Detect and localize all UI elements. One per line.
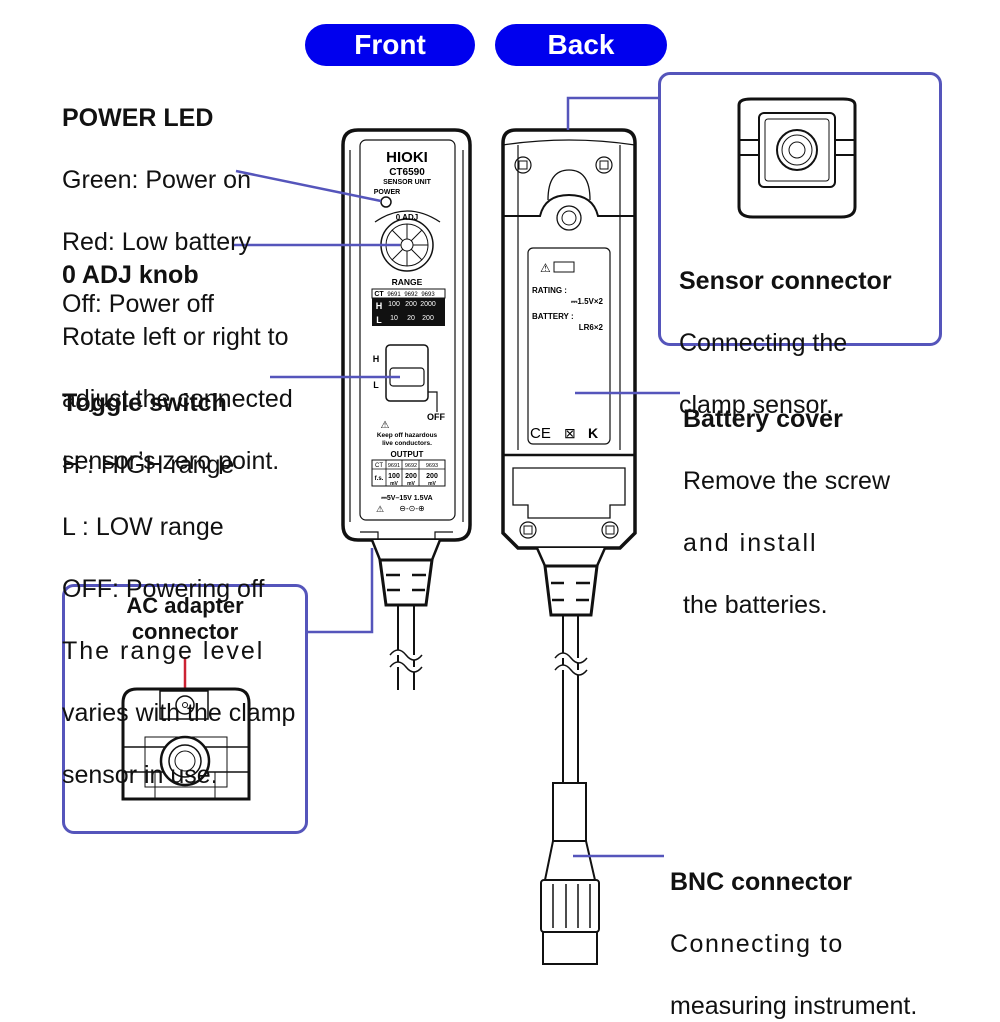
tab-back: Back xyxy=(495,24,667,66)
power-spec: ⎓5V–15V 1.5VA xyxy=(381,495,432,502)
svg-text:200: 200 xyxy=(426,473,438,480)
power-led-title: POWER LED xyxy=(62,104,214,132)
device-illustration xyxy=(232,96,680,965)
svg-text:20: 20 xyxy=(407,315,415,322)
unit-subtitle: SENSOR UNIT xyxy=(383,179,432,186)
warning-line-2: live conductors. xyxy=(382,440,432,447)
ac-adapter-callout: AC adapter connector xyxy=(62,584,308,834)
battery-screw-icon xyxy=(556,205,582,231)
zero-adj-title: 0 ADJ knob xyxy=(62,261,199,289)
ce-mark: CE xyxy=(530,425,551,442)
battery-label: BATTERY : xyxy=(532,312,574,321)
svg-text:9692: 9692 xyxy=(405,463,417,469)
bnc-connector-icon xyxy=(540,782,600,965)
zero-adj-label: 0 ADJ knob Rotate left or right to adjus… xyxy=(62,261,293,475)
battery-cover-title: Battery cover xyxy=(683,405,843,433)
warning-icon: ⚠ xyxy=(381,420,390,431)
battery-value: LR6×2 xyxy=(579,323,604,332)
sensor-connector-icon xyxy=(737,97,857,219)
back-unit xyxy=(501,128,637,965)
weee-icon: ⊠ xyxy=(564,425,576,441)
toggle-switch-title: Toggle switch xyxy=(62,389,227,417)
switch-h-label: H xyxy=(373,354,380,364)
polarity-icon: ⊖-⊙-⊕ xyxy=(399,504,424,513)
power-led-label: POWER LED Green: Power on Red: Low batte… xyxy=(62,104,251,318)
svg-text:200: 200 xyxy=(422,315,434,322)
front-panel-markings: HIOKI CT6590 SENSOR UNIT POWER 0 ADJ RAN… xyxy=(371,149,604,514)
ac-adapter-title: AC adapter connector xyxy=(126,593,244,644)
battery-warning-icon: ⚠ xyxy=(540,261,551,275)
range-table: CT 9691 9692 9693 H 100 200 2000 L 10 20… xyxy=(371,288,446,326)
sensor-connector-title: Sensor connector xyxy=(679,267,892,295)
svg-text:9693: 9693 xyxy=(426,463,438,469)
svg-text:mV: mV xyxy=(428,481,436,487)
svg-text:200: 200 xyxy=(405,473,417,480)
sensor-connector-callout: Sensor connector Connecting the clamp se… xyxy=(658,72,942,419)
svg-text:9691: 9691 xyxy=(388,463,400,469)
svg-text:2000: 2000 xyxy=(420,301,436,308)
svg-text:9692: 9692 xyxy=(404,292,418,298)
svg-text:9693: 9693 xyxy=(421,292,435,298)
power-led-icon xyxy=(380,196,392,208)
svg-text:100: 100 xyxy=(388,301,400,308)
leader-power-led xyxy=(235,169,382,203)
battery-icon xyxy=(553,261,575,273)
svg-text:10: 10 xyxy=(390,315,398,322)
output-table: CT 9691 9692 9693 f.s. 100 200 200 mV mV… xyxy=(371,459,446,487)
front-unit xyxy=(341,128,472,690)
bnc-connector-title: BNC connector xyxy=(670,868,852,896)
svg-text:mV: mV xyxy=(390,481,398,487)
svg-text:200: 200 xyxy=(405,301,417,308)
rating-label: RATING : xyxy=(532,286,567,295)
output-title: OUTPUT xyxy=(391,450,424,459)
battery-cover-label: Battery cover Remove the screw and insta… xyxy=(683,405,891,619)
svg-text:L: L xyxy=(376,315,382,325)
range-title: RANGE xyxy=(392,277,423,287)
kc-mark-icon: K xyxy=(588,425,598,441)
svg-text:H: H xyxy=(376,301,383,311)
warning-line-1: Keep off hazardous xyxy=(377,432,438,439)
brand-logo: HIOKI xyxy=(386,149,428,166)
leader-sensor-connector xyxy=(566,96,658,130)
rating-value: ⎓1.5V×2 xyxy=(571,297,604,306)
svg-text:CT: CT xyxy=(375,463,383,469)
power-label: POWER xyxy=(374,189,400,196)
ac-adapter-connector-icon xyxy=(121,657,251,801)
tab-front: Front xyxy=(305,24,475,66)
switch-l-label: L xyxy=(373,380,379,390)
switch-off-label: OFF xyxy=(427,412,445,422)
adj-label: 0 ADJ xyxy=(396,213,418,222)
sensor-connector-label: Sensor connector Connecting the clamp se… xyxy=(679,267,892,419)
polarity-warning-icon: ⚠ xyxy=(376,504,384,514)
svg-text:f.s.: f.s. xyxy=(375,476,384,482)
leader-ac-adapter xyxy=(306,548,374,634)
svg-text:100: 100 xyxy=(388,473,400,480)
model-name: CT6590 xyxy=(389,167,425,178)
svg-text:CT: CT xyxy=(374,291,384,298)
svg-text:9691: 9691 xyxy=(387,292,401,298)
bnc-connector-label: BNC connector Connecting to measuring in… xyxy=(670,868,918,1020)
toggle-switch-label: Toggle switch H : HIGH range L : LOW ran… xyxy=(62,389,296,789)
svg-text:mV: mV xyxy=(407,481,415,487)
